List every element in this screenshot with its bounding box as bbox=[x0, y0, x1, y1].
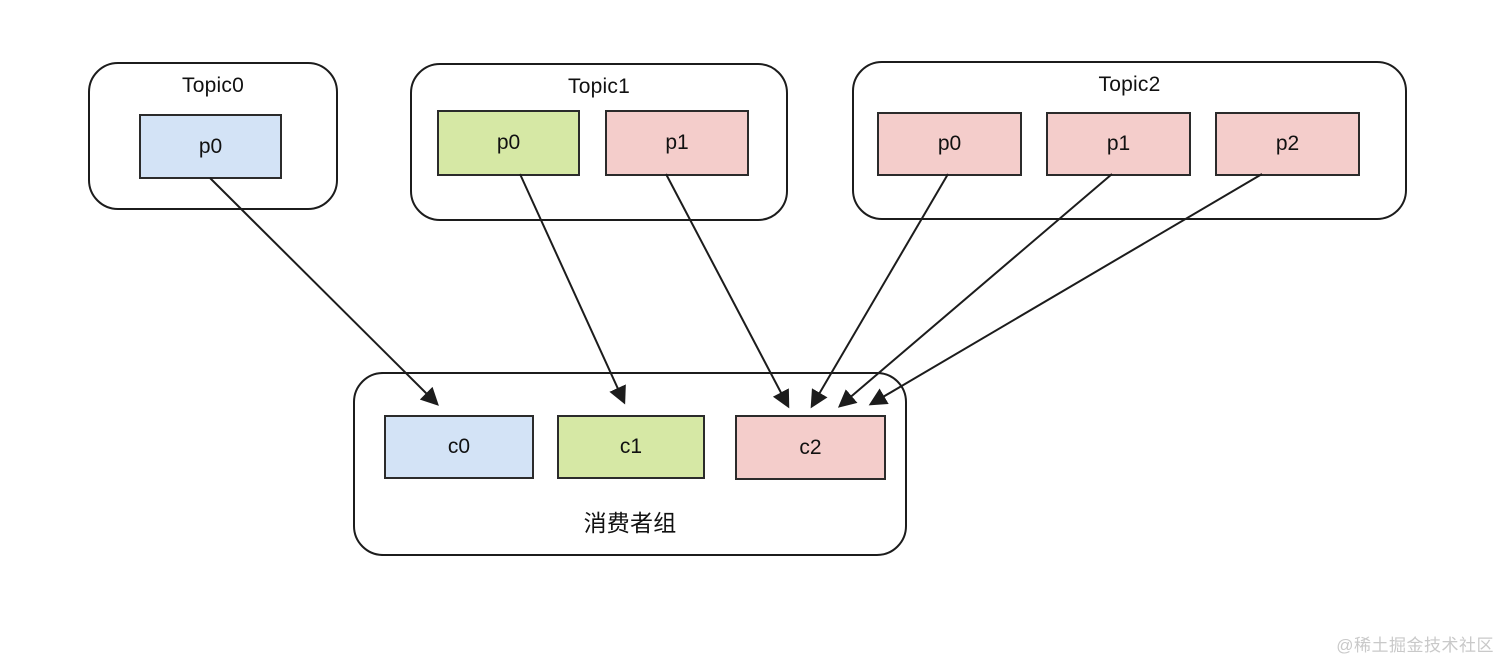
node-topic2-p1: p1 bbox=[1046, 112, 1191, 176]
node-topic1-p1: p1 bbox=[605, 110, 749, 176]
watermark: @稀土掘金技术社区 bbox=[1336, 636, 1494, 655]
arrow-topic0-p0-to-c0 bbox=[209, 177, 439, 406]
node-topic2-p2: p2 bbox=[1215, 112, 1360, 176]
group-topic1: Topic1 p0 p1 bbox=[410, 63, 788, 221]
group-topic2: Topic2 p0 p1 p2 bbox=[852, 61, 1407, 220]
group-label-topic2: Topic2 bbox=[1098, 73, 1161, 96]
node-c1: c1 bbox=[557, 415, 705, 479]
group-consumer-group: 消费者组 c0 c1 c2 bbox=[353, 372, 907, 556]
node-topic2-p0: p0 bbox=[877, 112, 1022, 176]
group-label-consumer-group: 消费者组 bbox=[583, 510, 677, 536]
group-label-topic1: Topic1 bbox=[568, 75, 630, 98]
node-topic1-p0: p0 bbox=[437, 110, 580, 176]
node-c0: c0 bbox=[384, 415, 534, 479]
group-topic0: Topic0 p0 bbox=[88, 62, 338, 210]
node-topic0-p0: p0 bbox=[139, 114, 282, 179]
node-c2: c2 bbox=[735, 415, 886, 480]
group-label-topic0: Topic0 bbox=[182, 74, 244, 97]
